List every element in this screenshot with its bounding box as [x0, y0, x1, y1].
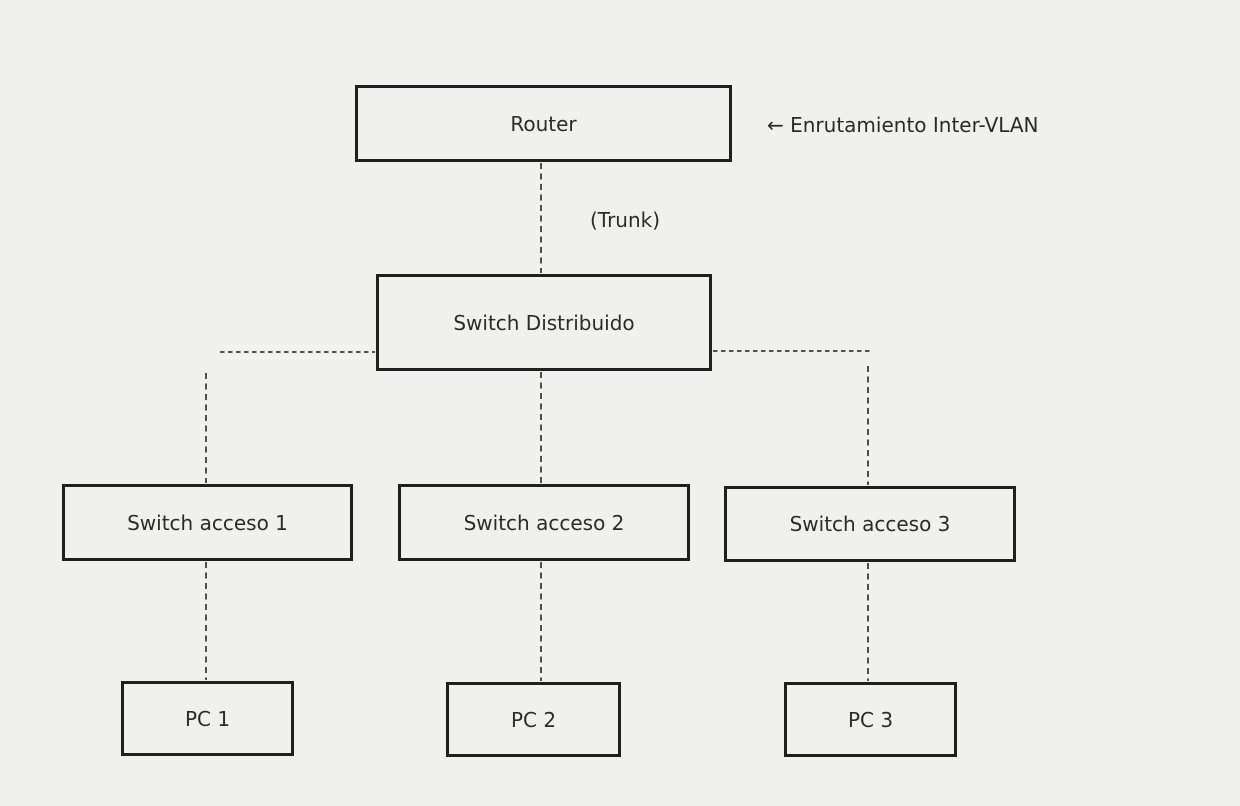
trunk-link-label: (Trunk) [590, 208, 661, 232]
node-pc-1: PC 1 [121, 681, 294, 756]
node-switch-acceso-3: Switch acceso 3 [724, 486, 1016, 562]
node-switch-acceso-2: Switch acceso 2 [398, 484, 690, 561]
node-switch-acceso-1: Switch acceso 1 [62, 484, 353, 561]
node-router: Router [355, 85, 732, 162]
node-pc-2: PC 2 [446, 682, 621, 757]
inter-vlan-annotation: ← Enrutamiento Inter-VLAN [767, 113, 1039, 137]
node-switch-distribuido: Switch Distribuido [376, 274, 712, 371]
node-pc-3: PC 3 [784, 682, 957, 757]
